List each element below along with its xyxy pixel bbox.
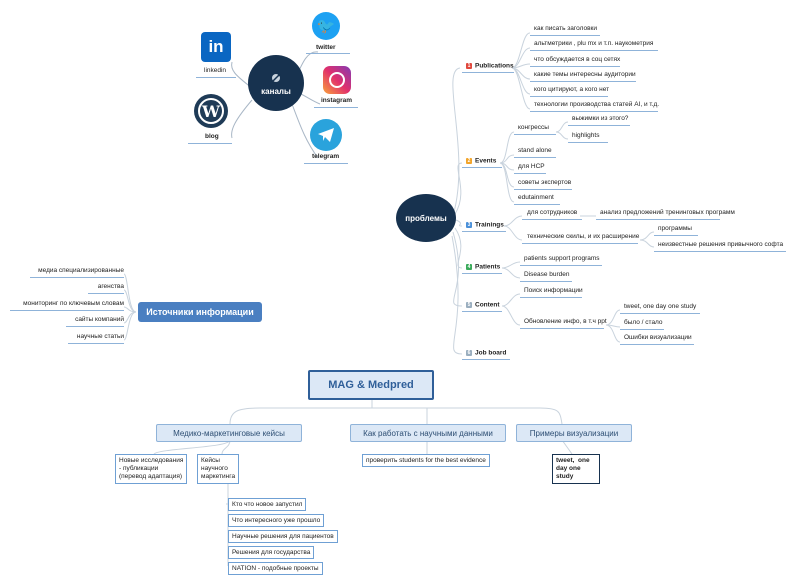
mag-branch-visualization[interactable]: Примеры визуализации bbox=[516, 424, 632, 442]
content-update-item-1: tweet, one day one study bbox=[624, 303, 697, 310]
mag-case-item-2[interactable]: Что интересного уже прошло bbox=[228, 514, 325, 527]
sources-item-4: сайты компаний bbox=[75, 316, 124, 323]
mag-case-item-1[interactable]: Кто что новое запустил bbox=[228, 498, 307, 511]
events-congress: конгрессы bbox=[518, 124, 549, 131]
mag-case-item-4[interactable]: Решения для государства bbox=[228, 546, 315, 559]
pub-item-4: какие темы интересны аудитории bbox=[534, 71, 636, 78]
content-update: Обновление инфо, в т.ч ppt bbox=[524, 318, 607, 325]
sources-item-5: научные статьи bbox=[76, 333, 124, 340]
sources-title[interactable]: Источники информации bbox=[138, 302, 262, 322]
satellite-icon bbox=[271, 72, 281, 83]
number-badge-1: 1 bbox=[466, 63, 472, 69]
number-badge-5: 5 bbox=[466, 302, 472, 308]
mag-tweet-study[interactable]: tweet, one day one study bbox=[552, 454, 600, 485]
number-badge-2: 2 bbox=[466, 158, 472, 164]
sources-item-1: медиа специализированные bbox=[38, 267, 124, 274]
sources-item-3: мониторинг по ключевым словам bbox=[23, 300, 124, 307]
number-badge-3: 3 bbox=[466, 222, 472, 228]
events-item-4: edutainment bbox=[518, 194, 554, 201]
instagram-label: instagram bbox=[321, 97, 353, 104]
events-congress-item-1: выжимки из этого? bbox=[572, 115, 629, 122]
content-update-item-3: Ошибки визуализации bbox=[624, 334, 692, 341]
telegram-icon[interactable] bbox=[310, 119, 342, 151]
linkedin-label: linkedin bbox=[204, 67, 227, 74]
patients-item-2: Disease burden bbox=[524, 271, 570, 278]
pub-item-3: что обсуждается в соц сетях bbox=[534, 56, 621, 63]
content-update-item-2: было / стало bbox=[624, 319, 663, 326]
sources-item-2: агенства bbox=[97, 283, 124, 290]
trainings-tech: технические скилы, и их расширение bbox=[527, 233, 640, 240]
wordpress-icon[interactable]: W bbox=[194, 94, 228, 128]
problems-center-label: проблемы bbox=[405, 213, 447, 223]
events-congress-item-2: highlights bbox=[572, 132, 600, 139]
mag-title[interactable]: MAG & Medpred bbox=[308, 370, 434, 400]
mag-case-item-5[interactable]: NATION - подобные проекты bbox=[228, 562, 323, 575]
mag-check-evidence[interactable]: проверить students for the best evidence bbox=[362, 454, 490, 467]
linkedin-icon[interactable]: in bbox=[201, 32, 231, 62]
trainings-staff-item: анализ предложений тренинговых программ bbox=[600, 209, 735, 216]
problems-center-node[interactable]: проблемы bbox=[396, 194, 456, 242]
twitter-icon[interactable]: 🐦 bbox=[312, 12, 340, 40]
patients-item-1: patients support programs bbox=[524, 255, 600, 262]
events-item-3: советы экспертов bbox=[518, 179, 572, 186]
twitter-label: twitter bbox=[316, 44, 336, 51]
trainings-tech-item-1: программы bbox=[658, 225, 692, 232]
pub-item-2: альтметрики , plu mx и т.п. наукометрия bbox=[534, 40, 654, 47]
instagram-icon[interactable] bbox=[323, 66, 351, 94]
pub-item-5: кого цитируют, а кого нет bbox=[534, 86, 610, 93]
mag-branch-scientific-data[interactable]: Как работать с научными данными bbox=[350, 424, 506, 442]
channels-center-node[interactable]: каналы bbox=[248, 55, 304, 111]
mag-science-marketing-cases[interactable]: Кейсы научного маркетинга bbox=[197, 454, 240, 485]
mag-new-research[interactable]: Новые исследования - публикации (перевод… bbox=[115, 454, 188, 485]
mag-case-item-3[interactable]: Научные решения для пациентов bbox=[228, 530, 338, 543]
blog-label: blog bbox=[205, 133, 219, 140]
pub-item-1: как писать заголовки bbox=[534, 25, 597, 32]
events-item-1: stand alone bbox=[518, 147, 552, 154]
content-search: Поиск информации bbox=[524, 287, 583, 294]
channels-center-label: каналы bbox=[261, 86, 291, 96]
pub-item-6: технологии производства статей AI, и т.д… bbox=[534, 101, 660, 108]
number-badge-4: 4 bbox=[466, 264, 472, 270]
number-badge-6: 6 bbox=[466, 350, 472, 356]
trainings-staff: для сотрудников bbox=[527, 209, 578, 216]
mag-branch-medical-cases[interactable]: Медико-маркетинговые кейсы bbox=[156, 424, 302, 442]
events-item-2: для HCP bbox=[518, 163, 545, 170]
telegram-label: telegram bbox=[312, 153, 340, 160]
trainings-tech-item-2: неизвестные решения привычного софта bbox=[658, 241, 784, 248]
